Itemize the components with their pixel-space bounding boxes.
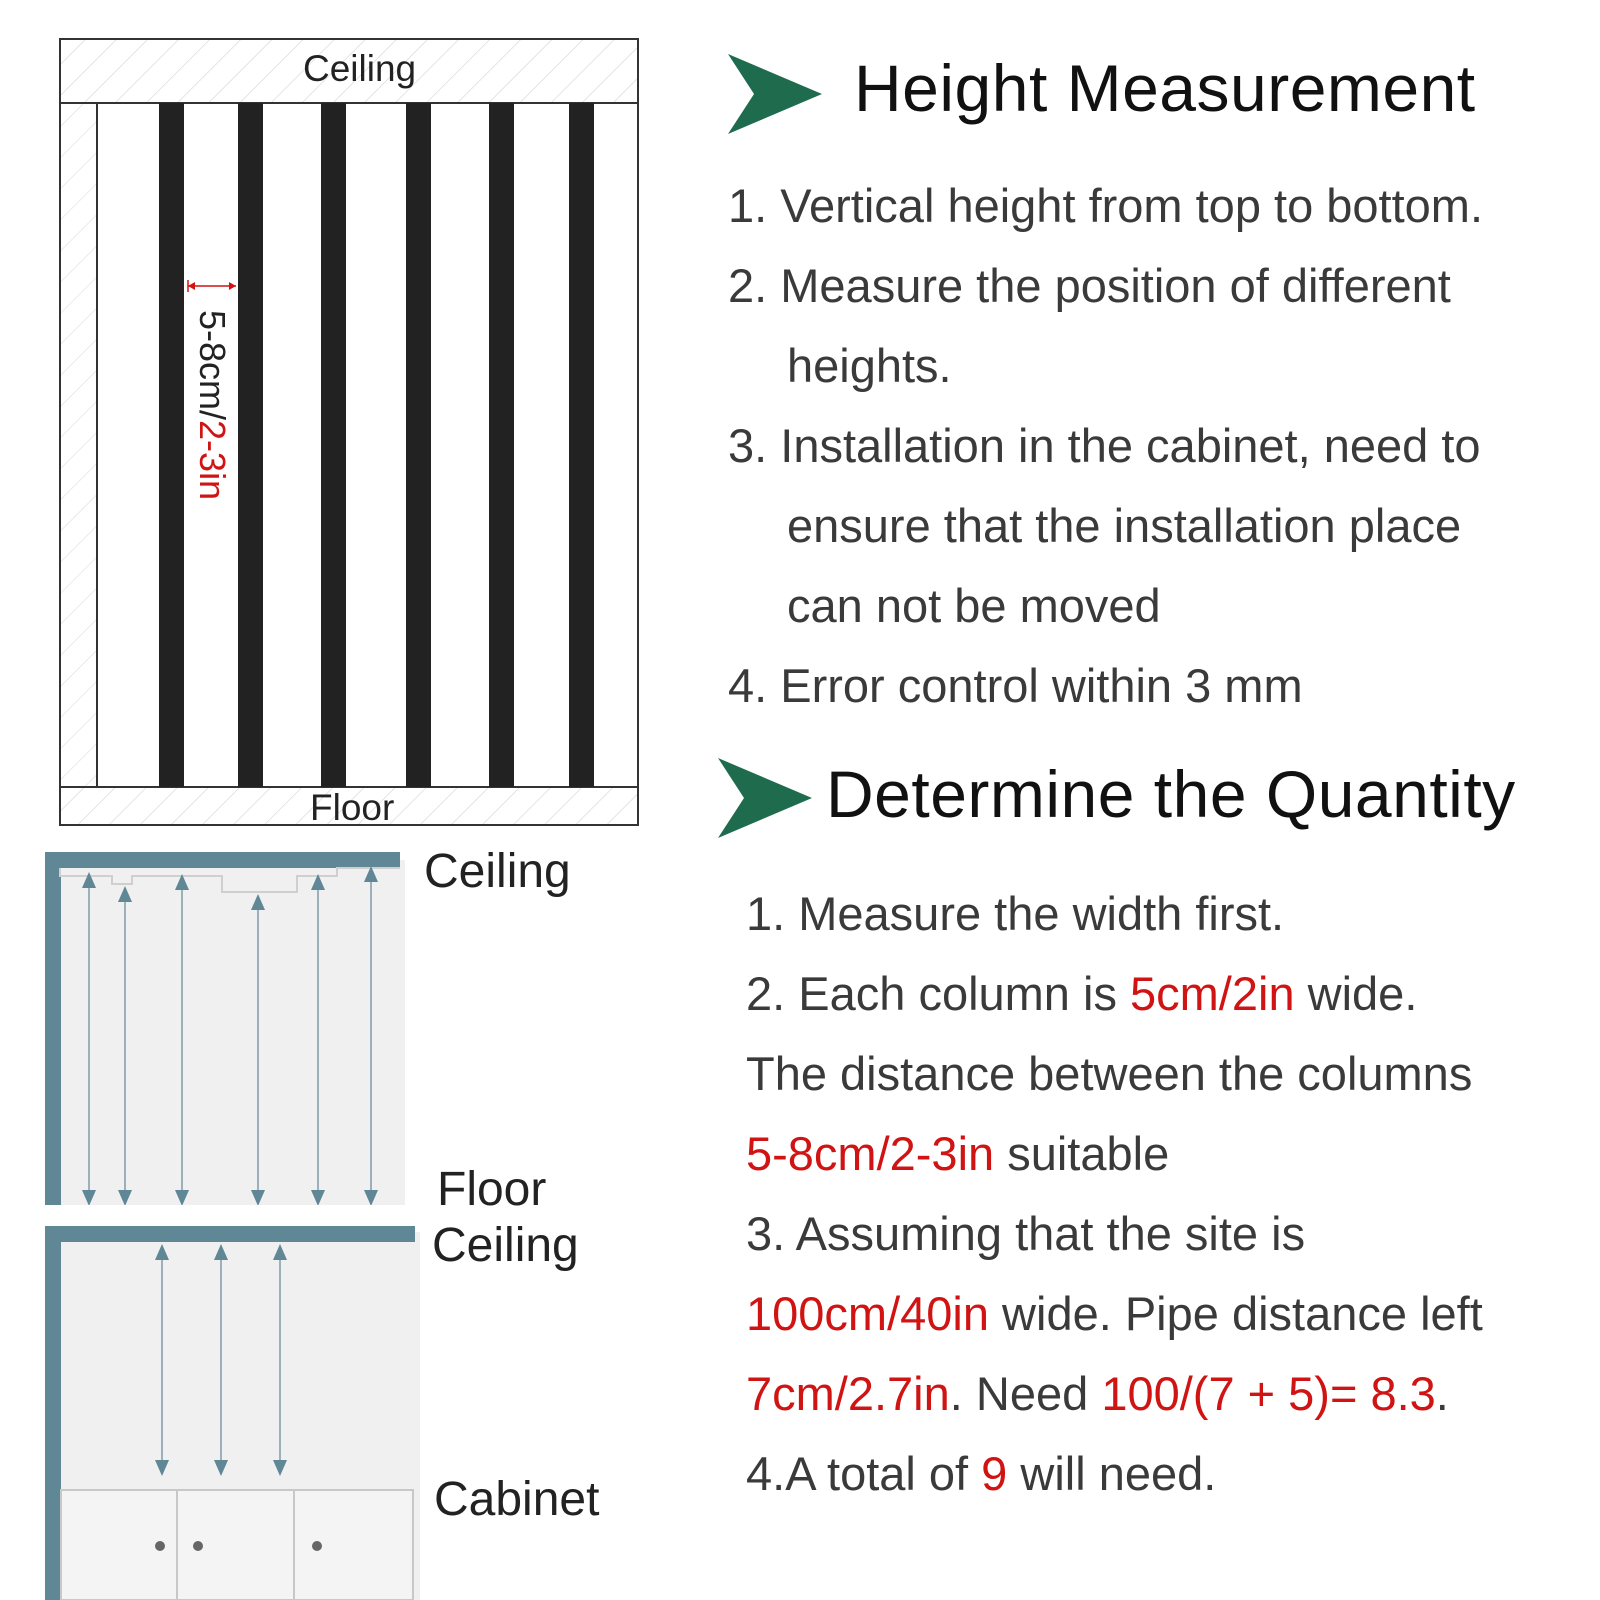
ceiling-band [59,38,639,104]
column-width-value: 5cm/2in [1130,967,1295,1020]
cabinet-knob [193,1541,203,1551]
quantity-step-3: 3. Assuming that the site is [746,1207,1306,1260]
column-bar [321,103,346,787]
height-arrows [82,866,378,1205]
step-text: wide. [1294,967,1418,1020]
quantity-title: Determine the Quantity [826,757,1516,831]
height-step-1: 1. Vertical height from top to bottom. [728,166,1483,246]
column-bar [159,103,184,787]
gap-measure-label: 5-8cm/2-3in [191,310,233,500]
step-text: Error control within 3 mm [780,659,1303,712]
step-text: 4.A total of [746,1447,982,1500]
height-step-4: 4. Error control within 3 mm [728,646,1303,726]
column-distance-value: 5-8cm/2-3in [746,1127,995,1180]
wall-area [96,102,639,788]
column-bar [406,103,431,787]
quantity-step-2-line-3: 5-8cm/2-3in suitable [746,1114,1169,1194]
step-text: suitable [994,1127,1170,1180]
height-step-2-continuation: heights. [787,339,952,392]
top-floor-label: Floor [310,787,395,828]
ceiling-wall [45,1226,415,1242]
step-text: wide. Pipe distance left [989,1287,1483,1340]
height-arrows [155,1244,287,1476]
step-text: 2. Each column is [746,967,1131,1020]
total-count-value: 9 [981,1447,1008,1500]
bottom-ceiling-label: Ceiling [432,1219,579,1272]
step-number: 4. [728,659,768,712]
quantity-step-3-line-3: 7cm/2.7in. Need 100/(7 + 5)= 8.3. [746,1354,1449,1434]
gap-measure-in: 2-3in [192,420,233,501]
step-text: Installation in the cabinet, need to [780,419,1481,472]
column-bar [489,103,514,787]
calculation-value: 100/(7 + 5)= 8.3 [1101,1367,1436,1420]
step-text: Measure the position of different [780,259,1451,312]
pipe-distance-value: 7cm/2.7in [746,1367,950,1420]
step-text: . Need [949,1367,1102,1420]
quantity-step-3-line-2: 100cm/40in wide. Pipe distance left [746,1274,1483,1354]
height-step-3-continuation: ensure that the installation place [787,499,1462,552]
site-width-value: 100cm/40in [746,1287,989,1340]
height-step-3: 3. Installation in the cabinet, need to [728,406,1481,486]
arrowhead-icon [728,54,822,134]
height-step-2: 2. Measure the position of different [728,246,1451,326]
left-wall [45,852,61,1205]
column-bars [159,103,594,787]
step-text: Vertical height from top to bottom. [780,179,1484,232]
height-measurement-title: Height Measurement [854,51,1476,125]
bottom-room-diagram [45,1226,420,1600]
top-room-diagram [59,38,639,826]
middle-floor-label: Floor [437,1163,547,1216]
step-number: 2. [728,259,768,312]
step-number: 1. [728,179,768,232]
column-bar [569,103,594,787]
gap-indicator-arrow [187,280,236,292]
bottom-cabinet-label: Cabinet [434,1473,600,1526]
wall-background [60,860,405,1205]
middle-room-diagram [45,852,405,1205]
height-step-3-continuation-2: can not be moved [787,579,1161,632]
step-number: 3. [728,419,768,472]
cabinet-knob [155,1541,165,1551]
column-bar [238,103,263,787]
cabinet-knob [312,1541,322,1551]
middle-ceiling-label: Ceiling [424,845,571,898]
top-ceiling-label: Ceiling [303,48,417,89]
quantity-step-2: 2. Each column is 5cm/2in wide. [746,954,1417,1034]
step-text: . [1435,1367,1449,1420]
gap-measure-cm: 5-8cm/ [192,310,233,421]
left-wall [45,1226,61,1600]
step-text: will need. [1007,1447,1217,1500]
ceiling-profile [59,867,400,893]
quantity-step-4: 4.A total of 9 will need. [746,1434,1216,1514]
ceiling-wall [45,852,400,868]
arrowhead-icon [718,758,812,838]
quantity-step-1: 1. Measure the width first. [746,887,1285,940]
cabinet-unit [60,1489,414,1600]
quantity-step-2-line-2: The distance between the columns [746,1047,1473,1100]
